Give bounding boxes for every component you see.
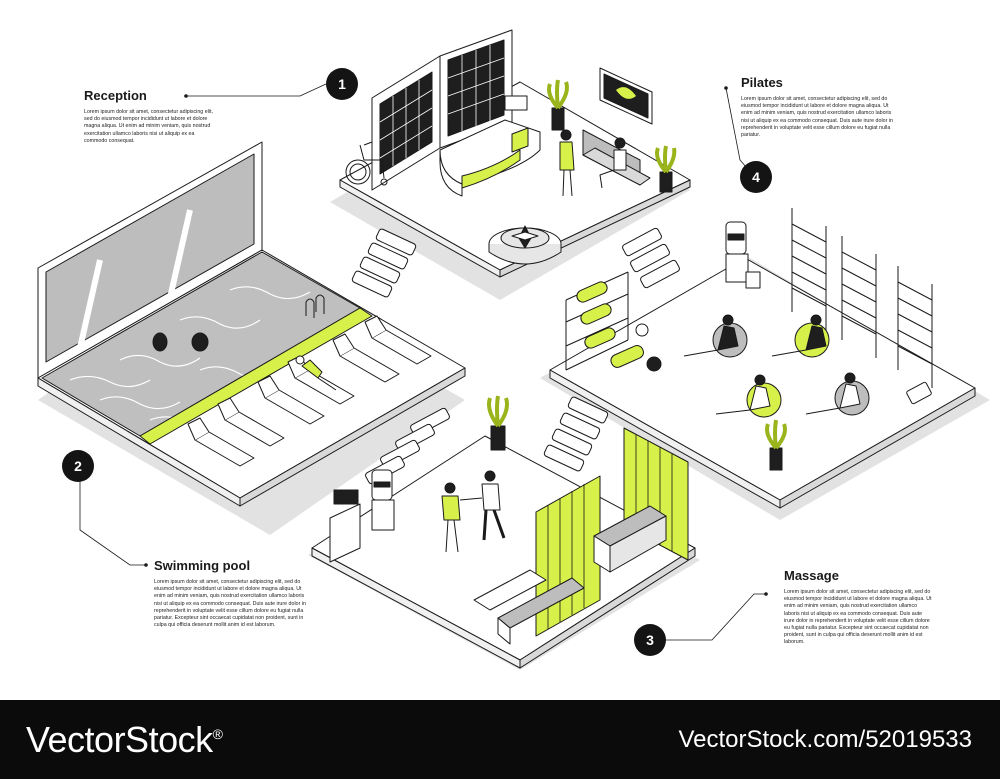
isometric-scene bbox=[37, 29, 990, 670]
massage-plant bbox=[487, 395, 509, 451]
section-number-badge-1: 1 bbox=[326, 68, 358, 100]
pilates-plant bbox=[765, 419, 787, 471]
lotus-painting bbox=[599, 67, 653, 125]
watermark-footer: VectorStock® VectorStock.com/52019533 bbox=[0, 700, 1000, 779]
pool-ladder bbox=[305, 294, 325, 318]
pilates-steps bbox=[543, 396, 609, 472]
massage-sofa bbox=[473, 569, 585, 645]
pilates-women bbox=[683, 314, 861, 415]
reception-plants bbox=[547, 79, 677, 193]
massage-title: Massage bbox=[784, 568, 839, 583]
key-cabinet bbox=[371, 29, 513, 191]
wheelchair bbox=[345, 141, 388, 186]
fountain bbox=[488, 225, 562, 265]
reception-title: Reception bbox=[84, 88, 147, 103]
sunbather bbox=[295, 355, 337, 391]
pool-room bbox=[37, 141, 466, 507]
reception-desk bbox=[439, 95, 541, 197]
mat-shelf bbox=[565, 271, 662, 372]
pool-edge bbox=[139, 307, 373, 445]
brand-name: VectorStock bbox=[26, 718, 213, 760]
floor-scale bbox=[906, 381, 932, 405]
water-cooler bbox=[725, 221, 761, 289]
brand-logo: VectorStock® bbox=[26, 718, 223, 761]
massage-description: Lorem ipsum dolor sit amet, consectetur … bbox=[784, 589, 932, 646]
swimming-pool-title: Swimming pool bbox=[154, 558, 251, 573]
swimmers bbox=[152, 332, 209, 352]
pilates-room bbox=[543, 208, 976, 509]
wall-bars bbox=[791, 208, 933, 388]
pilates-description: Lorem ipsum dolor sit amet, consectetur … bbox=[741, 96, 893, 139]
section-number-badge-3: 3 bbox=[634, 624, 666, 656]
reception-steps bbox=[351, 227, 680, 298]
massage-cabinet bbox=[329, 469, 395, 563]
reception-room bbox=[339, 29, 691, 298]
receptionist-visitors bbox=[559, 129, 627, 197]
pilates-title: Pilates bbox=[741, 75, 783, 90]
callout-dots bbox=[144, 86, 768, 596]
reception-description: Lorem ipsum dolor sit amet, consectetur … bbox=[84, 109, 213, 144]
massage-room bbox=[311, 395, 696, 669]
massage-table bbox=[593, 505, 667, 573]
section-number-badge-2: 2 bbox=[62, 450, 94, 482]
massage-staff-client bbox=[441, 470, 506, 553]
swimming-pool-description: Lorem ipsum dolor sit amet, consectetur … bbox=[154, 579, 306, 629]
section-number-badge-4: 4 bbox=[740, 161, 772, 193]
image-url: VectorStock.com/52019533 bbox=[678, 725, 972, 753]
registered-mark: ® bbox=[212, 725, 223, 742]
sun-loungers bbox=[187, 315, 432, 467]
